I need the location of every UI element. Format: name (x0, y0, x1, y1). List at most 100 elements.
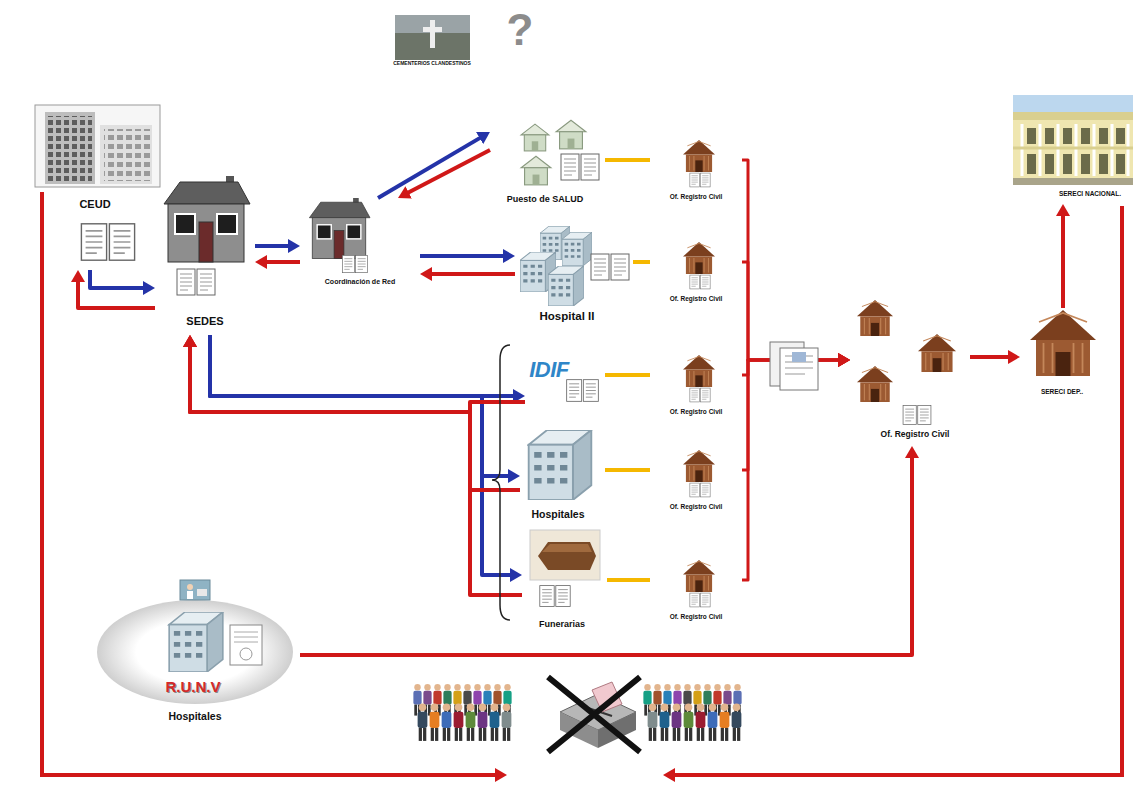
registry-icon (918, 334, 956, 372)
idif-institute: IDIF (525, 355, 605, 405)
document-stack (770, 342, 818, 390)
civil-registry-office: Of. Registro Civil (650, 240, 742, 306)
registry-icon (683, 140, 715, 172)
flow-connector (1061, 213, 1065, 308)
node-label: Of. Registro Civil (670, 193, 723, 200)
document-icon (690, 275, 710, 289)
hospital-icon (169, 612, 223, 672)
flow-connector (406, 150, 490, 194)
node-label: CEUD (79, 198, 110, 211)
ceud-picture (35, 105, 160, 187)
flow-connector (78, 279, 155, 308)
node-label: Hospitales (531, 508, 584, 520)
document-icon (903, 405, 931, 424)
hospital-icon (529, 430, 592, 500)
question-mark: ? (507, 5, 534, 56)
registry-icon (1030, 310, 1096, 376)
flow-connector (607, 578, 650, 582)
flow-connector (742, 160, 841, 360)
people-group (643, 684, 741, 741)
health-post-icon (521, 124, 549, 151)
node-label: Of. Registro Civil (670, 295, 723, 302)
flow-connector (90, 270, 146, 288)
flow-connector (210, 335, 513, 575)
runv-hospitals: R.U.N.VHospitales (95, 575, 300, 727)
node-label: Of. Registro Civil (881, 430, 950, 440)
node-label: SERECI DEP.. (1041, 388, 1083, 395)
document-icon (690, 388, 710, 402)
registry-icon (683, 560, 715, 592)
coffin-picture (530, 530, 600, 580)
civil-registry-office: Of. Registro Civil (650, 138, 742, 204)
document-icon (591, 254, 629, 280)
flow-connector (210, 335, 511, 476)
hospital-level-two: Hospital II (515, 222, 633, 328)
flow-connector (264, 260, 300, 264)
health-post-icon (556, 120, 586, 149)
node-label: Hospital II (540, 310, 595, 323)
node-label: R.U.N.V (165, 678, 220, 695)
document-icon (690, 483, 710, 497)
node-label: Coordinación de Red (325, 278, 395, 286)
ceud-building: CEUD (30, 100, 165, 270)
node-label: Puesto de SALUD (507, 194, 584, 204)
node-label: Funerarias (539, 619, 585, 629)
flow-connector (210, 335, 516, 396)
node-label: Of. Registro Civil (670, 613, 723, 620)
flow-connector (190, 344, 522, 595)
flow-connector (190, 344, 525, 412)
network-coordination: Coordinación de Red (300, 198, 420, 290)
registry-icon (683, 355, 715, 387)
flow-connector (633, 260, 650, 264)
health-post: Puesto de SALUD (490, 118, 605, 208)
people-group (413, 684, 511, 741)
document-icon (540, 586, 570, 607)
cemetery-picture (395, 15, 470, 60)
document-icon (81, 224, 134, 260)
civil-registry-office: Of. Registro Civil (650, 448, 742, 514)
registry-icon (683, 242, 715, 274)
flow-connector (300, 455, 912, 655)
flow-line (672, 206, 1122, 775)
node-label: IDIF (529, 357, 569, 382)
flow-connector (605, 158, 650, 162)
civil-registry-office: Of. Registro Civil (650, 558, 742, 624)
flow-connector (420, 254, 506, 258)
registry-icon (683, 450, 715, 482)
flow-connector (255, 244, 291, 248)
sereci-national: SERECI NACIONAL. (1010, 92, 1136, 204)
document-icon (690, 593, 710, 607)
crossed-ballot-box (548, 677, 640, 752)
hospital-icon (562, 232, 592, 266)
hospital-icon (548, 266, 584, 306)
flow-connector (970, 355, 1011, 359)
sereci-building-picture (1013, 95, 1133, 185)
node-label: Of. Registro Civil (670, 503, 723, 510)
picture-caption: CEMENTERIOS CLANDESTINOS (393, 61, 471, 67)
bracket (492, 345, 510, 620)
flow-connector (605, 373, 650, 377)
flow-connector (429, 272, 515, 276)
flow-connector (378, 137, 482, 198)
health-post-icon (521, 156, 551, 185)
sereci-departmental: SERECI DEP.. (1020, 308, 1112, 403)
certificate-icon (230, 625, 262, 665)
document-icon (342, 255, 367, 272)
registry-icon (857, 366, 893, 402)
document-icon (690, 173, 710, 187)
flow-connector (605, 468, 650, 472)
runv-picture (97, 580, 293, 704)
civil-registry-office: Of. Registro Civil (650, 353, 742, 419)
node-label: SERECI NACIONAL. (1059, 190, 1121, 197)
document-icon (177, 269, 215, 295)
house-icon (164, 176, 250, 262)
registry-icon (857, 300, 893, 336)
flow-line (42, 192, 498, 775)
hospitals: Hospitales (520, 428, 605, 526)
funeral-homes: Funerarias (522, 528, 607, 633)
house-icon (309, 198, 370, 259)
civil-registry-offices: Of. Registro Civil (850, 298, 970, 446)
flow-connector (742, 360, 841, 580)
sedes-office: SEDES (155, 175, 255, 335)
